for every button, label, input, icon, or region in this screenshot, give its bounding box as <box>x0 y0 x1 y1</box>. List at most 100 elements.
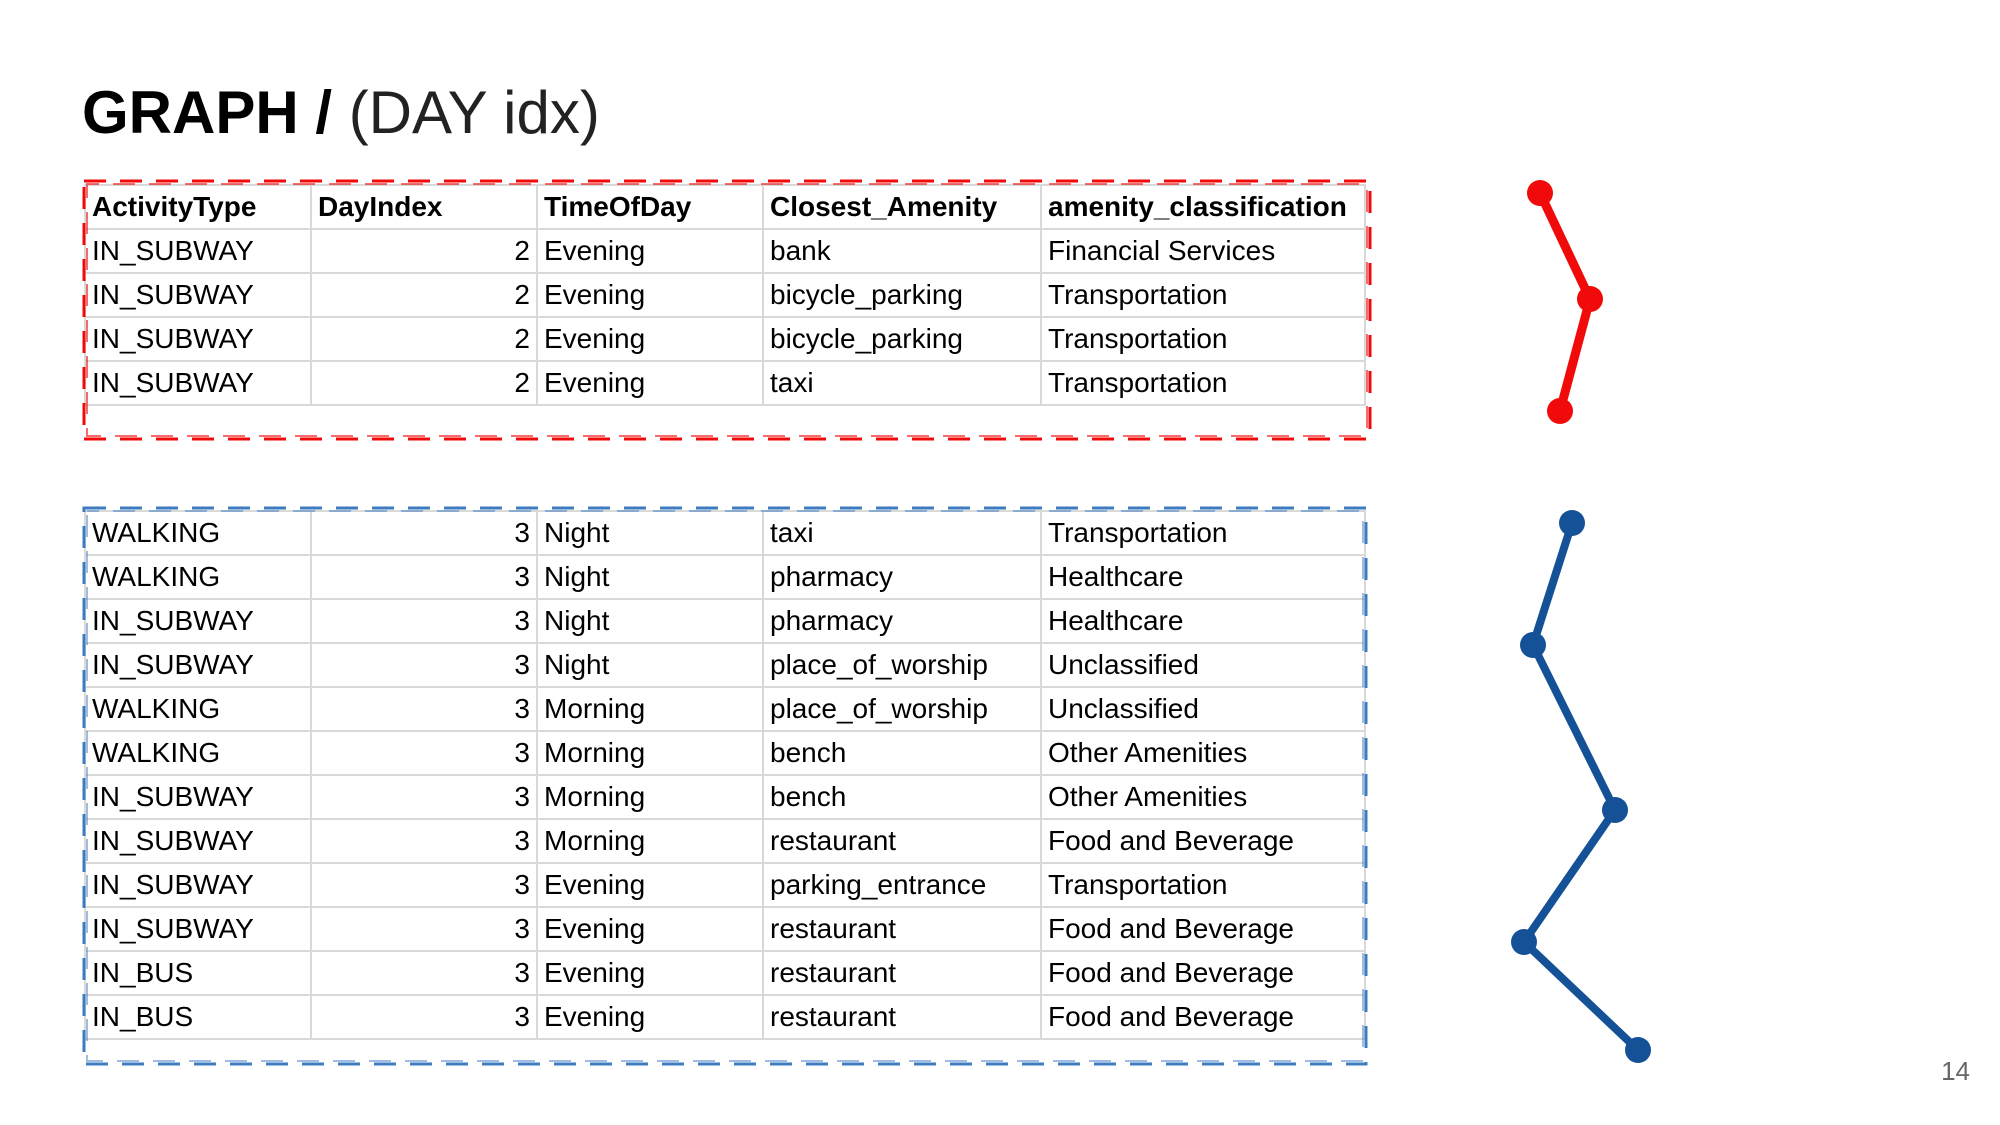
table-cell: 3 <box>310 642 538 688</box>
table-cell: Evening <box>536 360 764 406</box>
blue-node <box>1625 1037 1651 1063</box>
table-cell: IN_SUBWAY <box>84 272 312 318</box>
table-cell: Evening <box>536 994 764 1040</box>
red-node <box>1547 398 1573 424</box>
table-cell: Food and Beverage <box>1040 818 1366 864</box>
table-cell: Transportation <box>1040 316 1366 362</box>
table-cell: Night <box>536 598 764 644</box>
table-cell: WALKING <box>84 554 312 600</box>
table-cell: place_of_worship <box>762 642 1042 688</box>
table-cell: Morning <box>536 730 764 776</box>
table-cell: restaurant <box>762 818 1042 864</box>
table-cell: parking_entrance <box>762 862 1042 908</box>
table-cell: Transportation <box>1040 510 1366 556</box>
table-cell: taxi <box>762 360 1042 406</box>
table-cell: Food and Beverage <box>1040 994 1366 1040</box>
table-cell: 3 <box>310 818 538 864</box>
table-cell: Night <box>536 642 764 688</box>
table-cell: Evening <box>536 862 764 908</box>
table-cell: restaurant <box>762 906 1042 952</box>
table-cell: 3 <box>310 906 538 952</box>
table-cell: Other Amenities <box>1040 730 1366 776</box>
table-cell: Healthcare <box>1040 598 1366 644</box>
red-table: ActivityType DayIndex TimeOfDay Closest_… <box>84 184 1366 406</box>
table-cell: Evening <box>536 950 764 996</box>
table-cell: Night <box>536 554 764 600</box>
table-cell: bicycle_parking <box>762 272 1042 318</box>
table-cell: IN_SUBWAY <box>84 228 312 274</box>
table-cell: Evening <box>536 316 764 362</box>
table-cell: Unclassified <box>1040 642 1366 688</box>
table-cell: 3 <box>310 730 538 776</box>
blue-node <box>1602 797 1628 823</box>
title-bold: GRAPH / <box>82 79 333 146</box>
table-cell: WALKING <box>84 686 312 732</box>
table-cell: Healthcare <box>1040 554 1366 600</box>
table-cell: IN_SUBWAY <box>84 818 312 864</box>
table-cell: 2 <box>310 316 538 362</box>
table-cell: pharmacy <box>762 598 1042 644</box>
header-row: ActivityType DayIndex TimeOfDay Closest_… <box>84 184 1366 230</box>
table-cell: 2 <box>310 272 538 318</box>
table-cell: IN_SUBWAY <box>84 774 312 820</box>
red-path-line <box>1535 191 1595 413</box>
table-cell: IN_SUBWAY <box>84 906 312 952</box>
table-cell: Evening <box>536 272 764 318</box>
table-cell: 3 <box>310 510 538 556</box>
table-cell: IN_SUBWAY <box>84 642 312 688</box>
table-cell: bench <box>762 730 1042 776</box>
table-cell: Evening <box>536 228 764 274</box>
table-cell: Transportation <box>1040 360 1366 406</box>
header-cell: amenity_classification <box>1040 184 1366 230</box>
table-cell: 3 <box>310 774 538 820</box>
header-cell: ActivityType <box>84 184 312 230</box>
table-cell: bench <box>762 774 1042 820</box>
table-cell: Other Amenities <box>1040 774 1366 820</box>
table-cell: Evening <box>536 906 764 952</box>
table-cell: 2 <box>310 360 538 406</box>
blue-node <box>1511 929 1537 955</box>
table-cell: 3 <box>310 686 538 732</box>
table-cell: 3 <box>310 994 538 1040</box>
table-cell: 3 <box>310 950 538 996</box>
table-cell: IN_SUBWAY <box>84 360 312 406</box>
table-cell: bank <box>762 228 1042 274</box>
table-cell: taxi <box>762 510 1042 556</box>
table-cell: IN_SUBWAY <box>84 598 312 644</box>
page-number: 14 <box>1941 1056 1970 1086</box>
table-cell: 3 <box>310 862 538 908</box>
table-cell: IN_SUBWAY <box>84 316 312 362</box>
header-cell: DayIndex <box>310 184 538 230</box>
table-cell: WALKING <box>84 730 312 776</box>
table-cell: Morning <box>536 686 764 732</box>
header-cell: Closest_Amenity <box>762 184 1042 230</box>
table-cell: 2 <box>310 228 538 274</box>
table-cell: Financial Services <box>1040 228 1366 274</box>
table-cell: IN_BUS <box>84 994 312 1040</box>
table-cell: pharmacy <box>762 554 1042 600</box>
blue-node <box>1520 632 1546 658</box>
header-cell: TimeOfDay <box>536 184 764 230</box>
table-cell: IN_BUS <box>84 950 312 996</box>
blue-node <box>1559 510 1585 536</box>
table-cell: 3 <box>310 554 538 600</box>
table-cell: restaurant <box>762 950 1042 996</box>
table-cell: Unclassified <box>1040 686 1366 732</box>
title-light: (DAY idx) <box>348 79 600 146</box>
table-cell: 3 <box>310 598 538 644</box>
red-node <box>1527 180 1553 206</box>
